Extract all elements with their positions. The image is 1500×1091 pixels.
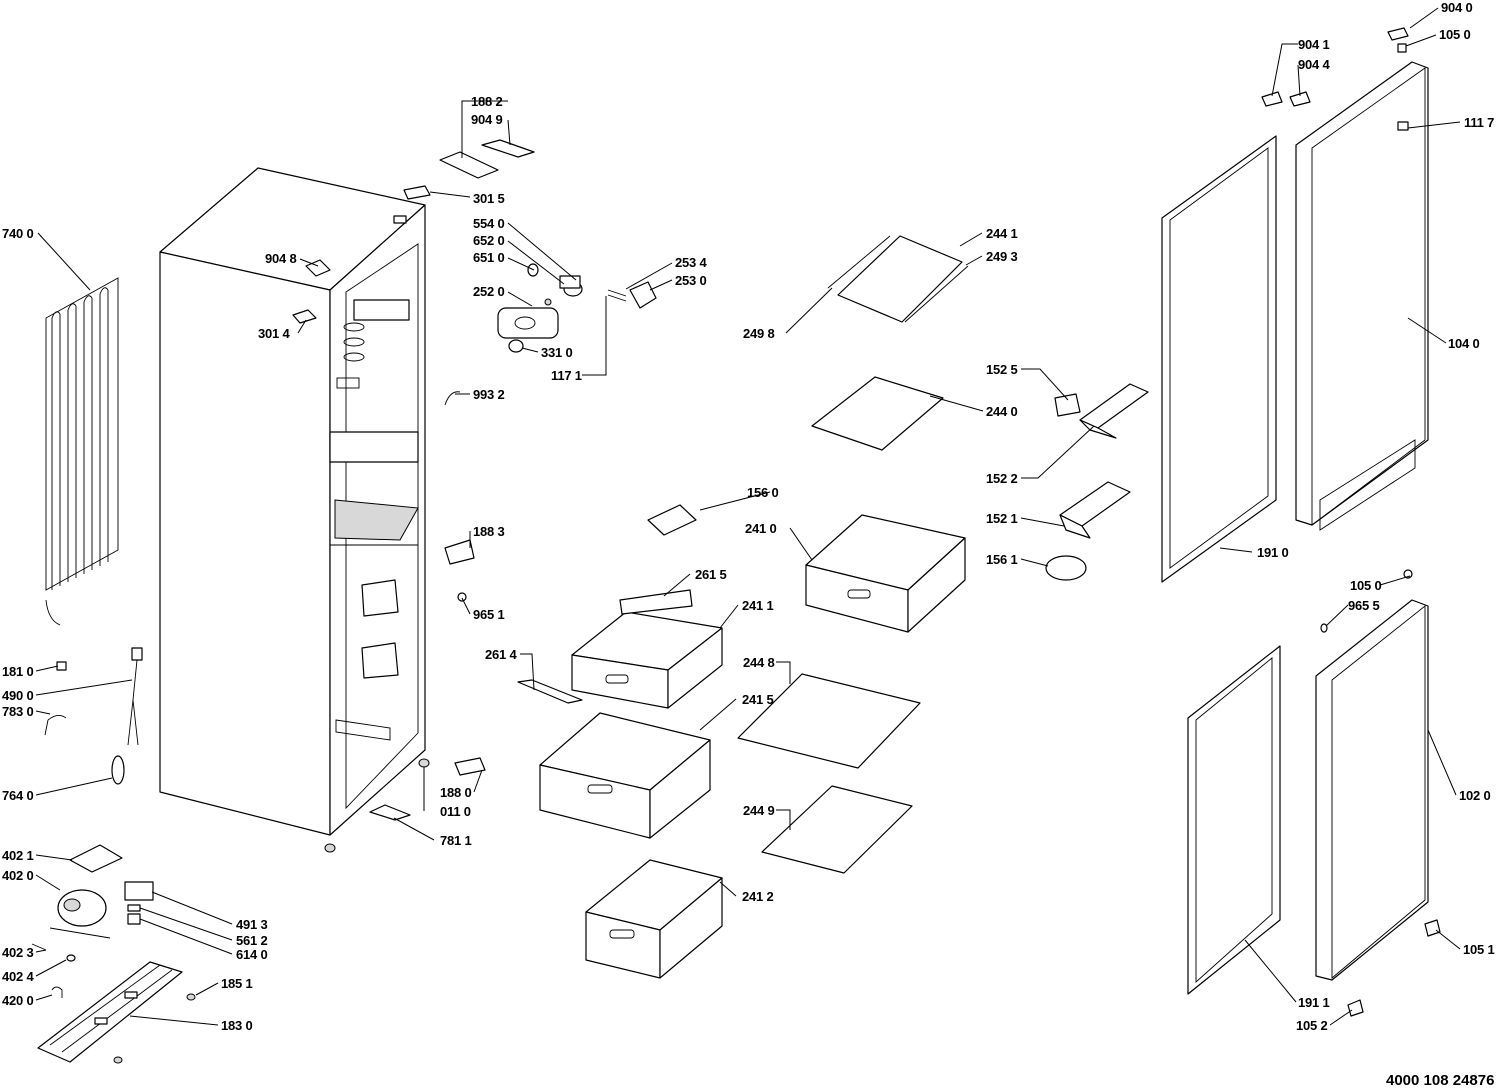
callout-561-2: 561 2 — [236, 933, 268, 948]
callout-241-0: 241 0 — [745, 521, 777, 536]
callout-402-0: 402 0 — [2, 868, 34, 883]
callout-152-5: 152 5 — [986, 362, 1018, 377]
callout-105-0-top: 105 0 — [1439, 27, 1471, 42]
callout-904-9: 904 9 — [471, 112, 503, 127]
callout-104-0: 104 0 — [1448, 336, 1480, 351]
callout-904-8: 904 8 — [265, 251, 297, 266]
callout-244-9: 244 9 — [743, 803, 775, 818]
callout-651-0: 651 0 — [473, 250, 505, 265]
callout-249-8: 249 8 — [743, 326, 775, 341]
callout-301-4: 301 4 — [258, 326, 291, 341]
callout-011-0: 011 0 — [440, 804, 471, 819]
compressor-group — [31, 844, 154, 998]
callout-244-8: 244 8 — [743, 655, 775, 670]
callout-191-1: 191 1 — [1298, 995, 1330, 1010]
callout-402-3: 402 3 — [2, 945, 34, 960]
callout-188-0: 188 0 — [440, 785, 472, 800]
callout-183-0: 183 0 — [221, 1018, 253, 1033]
callout-185-1: 185 1 — [221, 976, 253, 991]
callout-244-1: 244 1 — [986, 226, 1018, 241]
callout-652-0: 652 0 — [473, 233, 505, 248]
callout-249-3: 249 3 — [986, 249, 1018, 264]
callout-764-0: 764 0 — [2, 788, 34, 803]
callout-420-0: 420 0 — [2, 993, 34, 1008]
callout-111-7: 111 7 — [1464, 115, 1494, 130]
callout-904-1: 904 1 — [1298, 37, 1330, 52]
callout-301-5: 301 5 — [473, 191, 505, 206]
callout-181-0: 181 0 — [2, 664, 34, 679]
callout-783-0: 783 0 — [2, 704, 34, 719]
leader-lines — [35, 7, 1461, 1026]
callout-252-0: 252 0 — [473, 284, 505, 299]
drawers — [517, 504, 966, 979]
callout-105-0-mid: 105 0 — [1350, 578, 1382, 593]
callout-244-0: 244 0 — [986, 404, 1018, 419]
callout-554-0: 554 0 — [473, 216, 505, 231]
callout-253-4: 253 4 — [675, 255, 708, 270]
callout-102-0: 102 0 — [1459, 788, 1491, 803]
callout-105-1: 105 1 — [1463, 942, 1495, 957]
callout-904-4: 904 4 — [1298, 57, 1331, 72]
callout-156-0: 156 0 — [747, 485, 779, 500]
callout-241-1: 241 1 — [742, 598, 774, 613]
callout-614-0: 614 0 — [236, 947, 268, 962]
callout-188-2: 188 2 — [471, 94, 503, 109]
callout-191-0: 191 0 — [1257, 545, 1289, 560]
document-number: 4000 108 24876 — [1386, 1072, 1494, 1089]
callout-156-1: 156 1 — [986, 552, 1018, 567]
callout-152-1: 152 1 — [986, 511, 1018, 526]
callout-105-2: 105 2 — [1296, 1018, 1328, 1033]
callout-965-5: 965 5 — [1348, 598, 1380, 613]
callout-781-1: 781 1 — [440, 833, 472, 848]
door-bins — [1045, 383, 1149, 581]
callout-253-0: 253 0 — [675, 273, 707, 288]
callout-261-4: 261 4 — [485, 647, 518, 662]
base-frame — [37, 961, 196, 1064]
callout-740-0: 740 0 — [2, 226, 34, 241]
callout-490-0: 490 0 — [2, 688, 34, 703]
power-cable — [44, 647, 143, 785]
cabinet — [159, 167, 430, 853]
callout-904-0: 904 0 — [1441, 0, 1473, 15]
callout-331-0: 331 0 — [541, 345, 573, 360]
callout-188-3: 188 3 — [473, 524, 505, 539]
callout-402-1: 402 1 — [2, 848, 34, 863]
callout-965-1: 965 1 — [473, 607, 505, 622]
callout-993-2: 993 2 — [473, 387, 505, 402]
lower-door — [1187, 569, 1441, 1017]
callout-402-4: 402 4 — [2, 969, 35, 984]
shelves — [737, 235, 969, 874]
condenser-coil — [45, 277, 119, 626]
upper-door — [1161, 27, 1429, 583]
callout-241-2: 241 2 — [742, 889, 774, 904]
callout-261-5: 261 5 — [695, 567, 727, 582]
callout-152-2: 152 2 — [986, 471, 1018, 486]
callout-491-3: 491 3 — [236, 917, 268, 932]
callout-241-5: 241 5 — [742, 692, 774, 707]
callout-117-1: 117 1 — [551, 368, 582, 383]
control-unit-parts — [497, 263, 657, 353]
